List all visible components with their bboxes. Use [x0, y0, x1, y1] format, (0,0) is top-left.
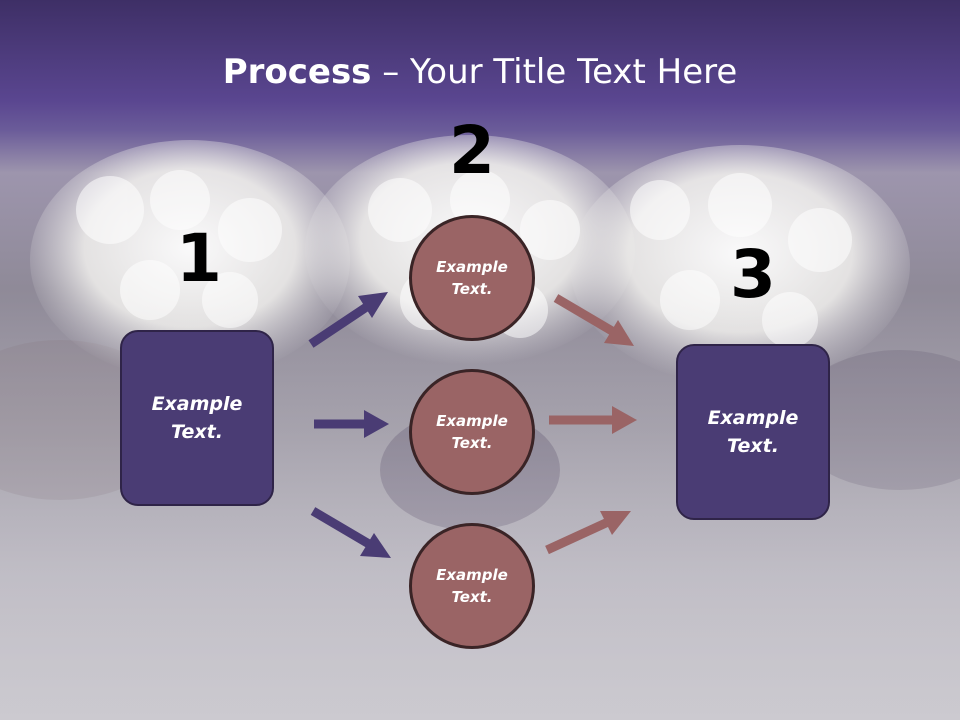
step-number-1: 1	[176, 220, 222, 297]
arrow-right-middle	[549, 406, 637, 434]
step-1-box: Example Text.	[120, 330, 274, 506]
arrow-left-middle	[314, 410, 389, 438]
step-2-circle-middle: Example Text.	[409, 369, 535, 495]
arrow-right-top	[553, 294, 634, 346]
title-rest: – Your Title Text Here	[371, 52, 738, 92]
title-bold: Process	[222, 52, 372, 92]
step-2-circle-bottom: Example Text.	[409, 523, 535, 649]
arrow-left-top	[308, 292, 388, 348]
arrow-right-bottom	[545, 511, 631, 555]
step-number-3: 3	[730, 236, 776, 313]
slide-title: Process – Your Title Text Here	[0, 52, 960, 92]
step-2-circle-top: Example Text.	[409, 215, 535, 341]
step-3-box: Example Text.	[676, 344, 830, 520]
arrow-left-bottom	[310, 507, 391, 558]
step-number-2: 2	[449, 112, 495, 189]
